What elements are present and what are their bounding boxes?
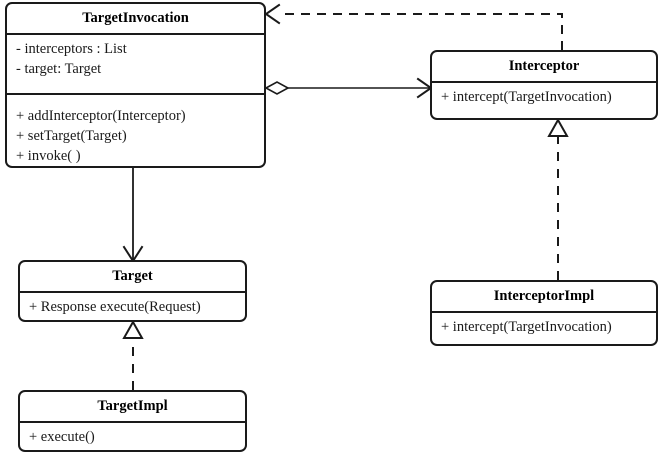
realization-interceptorimpl-to-interceptor-connector <box>547 117 569 280</box>
operation-item: + setTarget(Target) <box>16 128 127 145</box>
class-box-target-impl[interactable]: TargetImpl + execute() <box>18 390 247 452</box>
class-name-target: Target <box>20 262 245 294</box>
class-name-interceptor-impl: InterceptorImpl <box>432 282 656 314</box>
class-name-interceptor: Interceptor <box>432 52 656 84</box>
association-targetinvocation-to-target-connector <box>122 168 144 263</box>
attribute-item: - target: Target <box>16 61 102 78</box>
class-box-interceptor-impl[interactable]: InterceptorImpl + intercept(TargetInvoca… <box>430 280 658 346</box>
operations-compartment-interceptor: + intercept(TargetInvocation) <box>432 83 656 113</box>
operation-item: + intercept(TargetInvocation) <box>441 89 612 106</box>
class-name-target-invocation: TargetInvocation <box>7 4 264 36</box>
realization-targetimpl-to-target-connector <box>122 319 144 390</box>
class-name-target-impl: TargetImpl <box>20 392 245 424</box>
operations-compartment-target: + Response execute(Request) <box>20 293 245 320</box>
operations-compartment-target-impl: + execute() <box>20 423 245 450</box>
class-box-target-invocation[interactable]: TargetInvocation - interceptors : List -… <box>5 2 266 168</box>
operations-compartment-interceptor-impl: + intercept(TargetInvocation) <box>432 313 656 343</box>
operation-item: + Response execute(Request) <box>29 299 201 316</box>
class-box-interceptor[interactable]: Interceptor + intercept(TargetInvocation… <box>430 50 658 120</box>
operation-item: + execute() <box>29 429 95 446</box>
class-box-target[interactable]: Target + Response execute(Request) <box>18 260 247 322</box>
operation-item: + invoke( ) <box>16 148 81 165</box>
attribute-item: - interceptors : List <box>16 41 127 58</box>
attributes-compartment-target-invocation: - interceptors : List - target: Target <box>7 35 264 96</box>
operations-compartment-target-invocation: + addInterceptor(Interceptor) + setTarge… <box>7 95 264 166</box>
operation-item: + intercept(TargetInvocation) <box>441 319 612 336</box>
operation-item: + addInterceptor(Interceptor) <box>16 108 186 125</box>
dependency-interceptor-to-targetinvocation-connector <box>264 3 563 50</box>
aggregation-targetinvocation-to-interceptor-connector <box>264 77 433 99</box>
